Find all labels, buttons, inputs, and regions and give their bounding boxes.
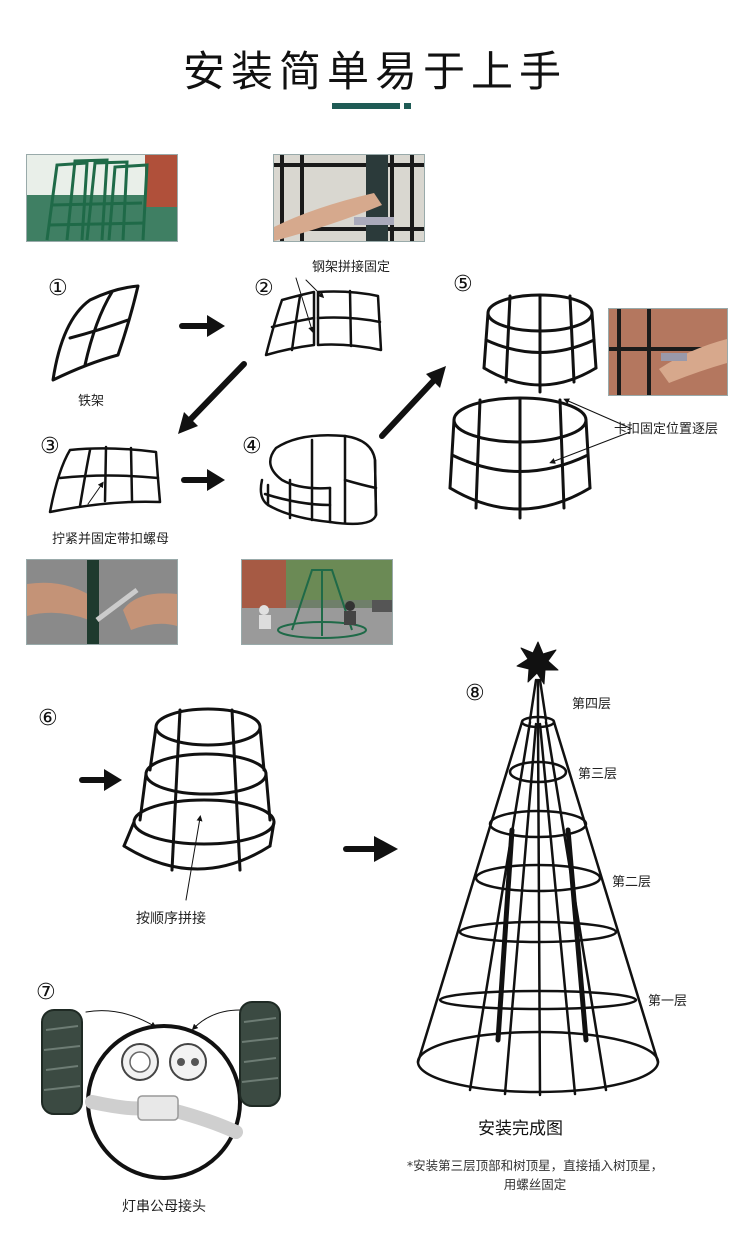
label-tighten: 拧紧并固定带扣螺母 (52, 532, 170, 547)
arrow-up-right (379, 373, 441, 439)
joined-frame-panel (48, 445, 162, 514)
label-complete: 安装完成图 (478, 1119, 563, 1139)
step-5: ⑤ (453, 272, 473, 297)
label-connector: 灯串公母接头 (122, 1199, 206, 1215)
cone-tree-frame (416, 678, 660, 1097)
step-3: ③ (40, 434, 60, 459)
step-6: ⑥ (38, 706, 58, 731)
photo-tighten-nut (26, 559, 178, 645)
iron-frame-panel (51, 284, 140, 382)
photo-clip-fix (608, 308, 728, 396)
stacked-rings (448, 293, 598, 520)
label-iron-frame: 铁架 (78, 394, 105, 409)
two-frame-panels (264, 289, 383, 357)
page-title: 安装简单易于上手 (182, 47, 567, 96)
connector-sockets (121, 1043, 207, 1081)
step-4: ④ (242, 434, 262, 459)
label-assemble-order: 按顺序拼接 (136, 911, 206, 927)
step-2: ② (254, 276, 274, 301)
step-7: ⑦ (36, 980, 56, 1005)
install-note-line-1: *安装第三层顶部和树顶星，直接插入树顶星， (406, 1158, 664, 1173)
label-steel-join: 钢架拼接固定 (312, 260, 391, 275)
garland-right (239, 1001, 281, 1107)
photo-stacked-frames (26, 154, 178, 242)
label-clip-fix: 卡扣固定位置逐层 (614, 422, 719, 437)
title-underline-dot (404, 103, 411, 109)
title-underline (332, 103, 400, 109)
garland-left (41, 1009, 83, 1115)
label-layer-3: 第三层 (578, 767, 618, 782)
label-layer-2: 第二层 (612, 875, 652, 890)
arrow-down-left (183, 361, 247, 427)
step-1: ① (48, 276, 68, 301)
photo-joining-frame (273, 154, 425, 242)
tree-top-star-icon (516, 641, 559, 685)
combined-frame (122, 707, 276, 872)
install-note: *安装第三层顶部和树顶星，直接插入树顶星， 用螺丝固定 (370, 1156, 700, 1194)
label-layer-1: 第一层 (648, 994, 688, 1009)
open-ring-frame (259, 433, 378, 526)
label-layer-4: 第四层 (572, 697, 612, 712)
photo-assembling (241, 559, 393, 645)
step-8: ⑧ (465, 681, 485, 706)
install-note-line-2: 用螺丝固定 (503, 1177, 567, 1192)
